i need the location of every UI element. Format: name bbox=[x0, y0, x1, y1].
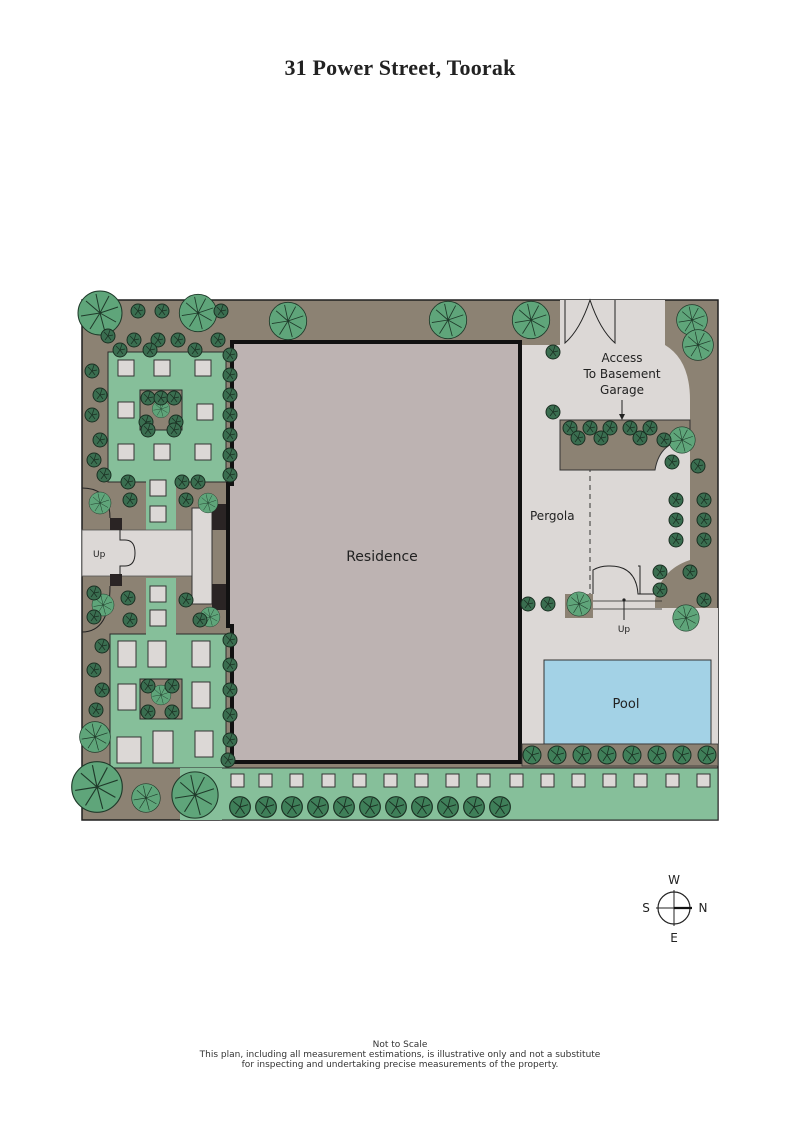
disclaimer-line-1: This plan, including all measurement est… bbox=[199, 1050, 601, 1060]
compass-west: W bbox=[668, 873, 680, 887]
pool-label: Pool bbox=[613, 697, 640, 712]
stairs-up-rear-label: Up bbox=[618, 625, 631, 635]
disclaimer: Not to Scale This plan, including all me… bbox=[0, 1040, 800, 1070]
garage-access-label-3: Garage bbox=[600, 383, 644, 397]
stairs-up-front-label: Up bbox=[93, 550, 106, 560]
residence bbox=[226, 340, 522, 764]
compass-east: E bbox=[670, 931, 678, 945]
not-to-scale-note: Not to Scale bbox=[372, 1040, 428, 1050]
disclaimer-line-2: for inspecting and undertaking precise m… bbox=[241, 1060, 559, 1070]
compass: W E S N bbox=[642, 873, 707, 945]
garage-access-label-2: To Basement bbox=[582, 367, 660, 381]
rear-paving-stones bbox=[230, 773, 711, 788]
pool bbox=[543, 659, 712, 745]
garage-access-label-1: Access bbox=[601, 351, 642, 365]
compass-north: N bbox=[699, 901, 708, 915]
page-title: 31 Power Street, Toorak bbox=[284, 55, 516, 80]
pergola-label: Pergola bbox=[530, 509, 575, 523]
paving-stones-north bbox=[117, 359, 214, 523]
residence-label: Residence bbox=[346, 549, 418, 565]
front-entry-path bbox=[81, 487, 230, 633]
paving-stones-south bbox=[116, 585, 214, 764]
compass-south: S bbox=[642, 901, 650, 915]
